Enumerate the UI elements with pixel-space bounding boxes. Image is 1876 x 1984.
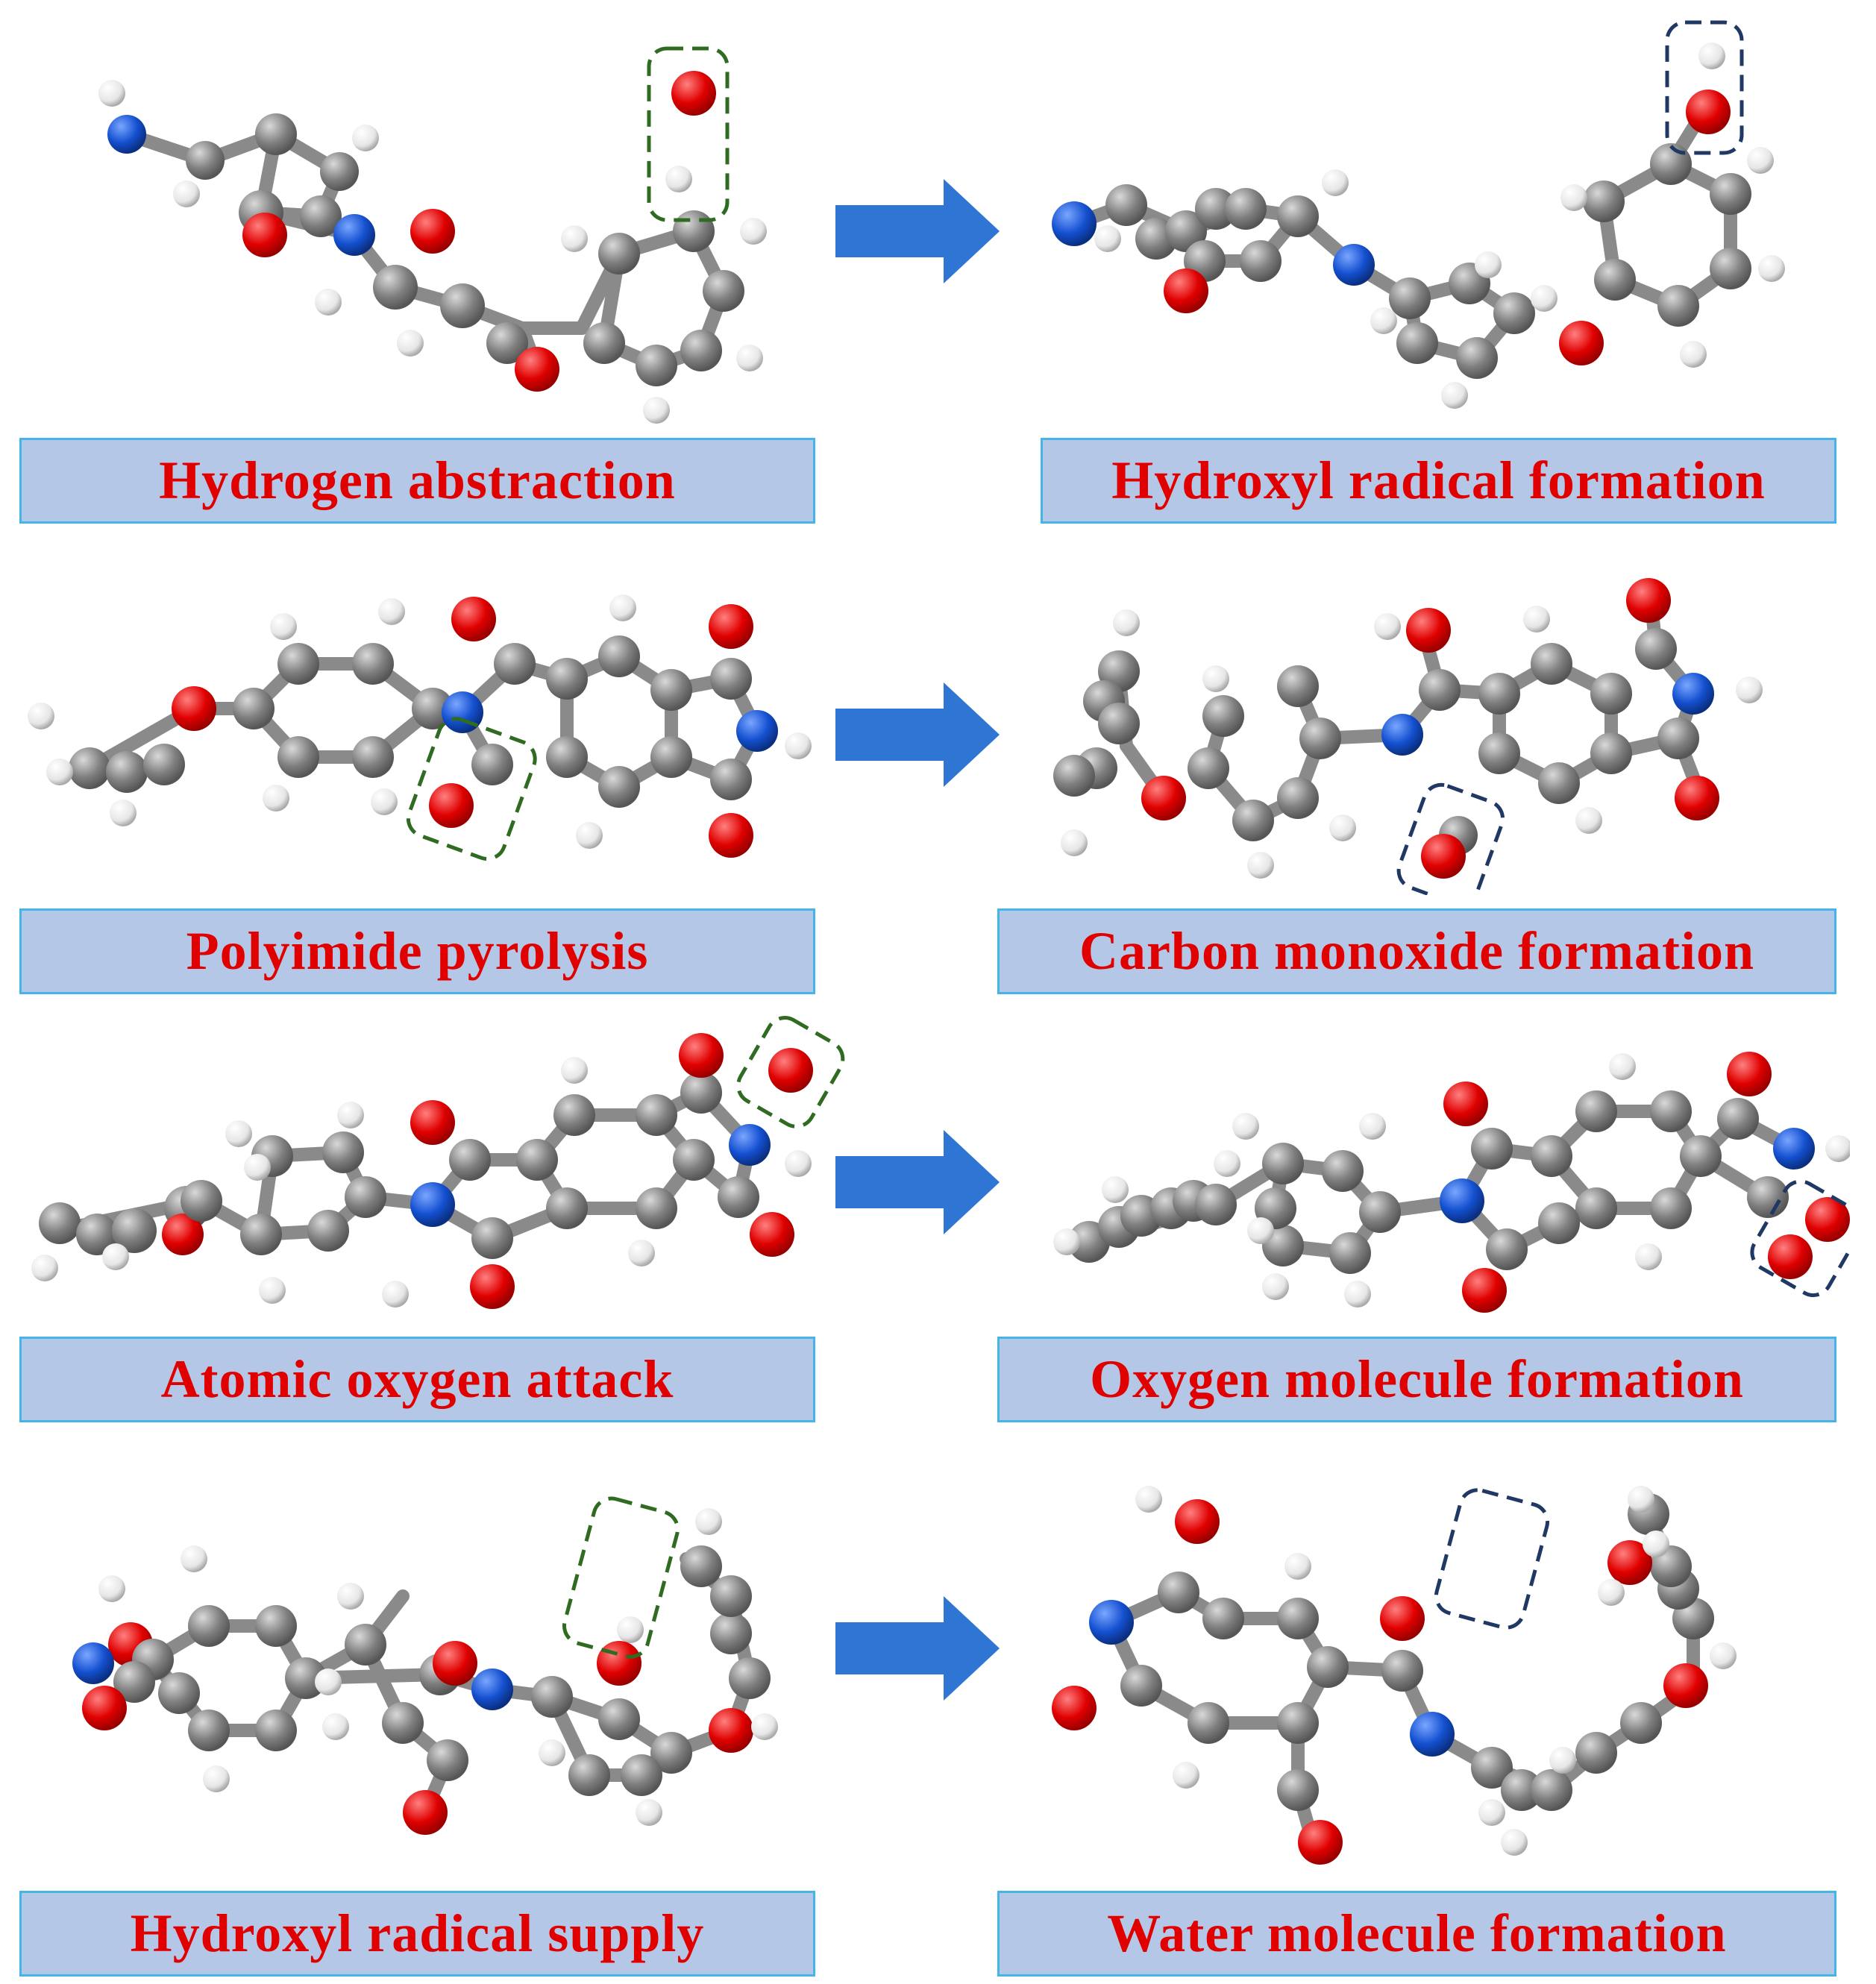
product-molecule-1	[1052, 20, 1785, 409]
arrow-right-4	[835, 1596, 1000, 1701]
reactant-molecule-1	[98, 46, 767, 424]
reactant-label-2: Polyimide pyrolysis	[19, 908, 815, 994]
reactant-label-4: Hydroxyl radical supply	[19, 1891, 815, 1977]
product-label-4: Water molecule formation	[997, 1891, 1836, 1977]
product-molecule-2	[1053, 578, 1763, 895]
product-label-3: Oxygen molecule formation	[997, 1337, 1836, 1422]
arrow-right-3	[835, 1130, 1000, 1234]
reactant-molecule-2	[28, 594, 812, 861]
arrow-right-2	[835, 682, 1000, 787]
product-molecule-3	[1053, 1052, 1850, 1313]
product-molecule-4	[1052, 1486, 1737, 1865]
arrow-right-1	[835, 179, 1000, 283]
reactant-label-3: Atomic oxygen attack	[19, 1337, 815, 1422]
reactant-molecule-4	[72, 1496, 778, 1835]
reactant-label-1: Hydrogen abstraction	[19, 438, 815, 524]
product-label-1: Hydroxyl radical formation	[1041, 438, 1836, 524]
product-label-2: Carbon monoxide formation	[997, 908, 1836, 994]
reactant-molecule-3	[31, 1016, 845, 1309]
